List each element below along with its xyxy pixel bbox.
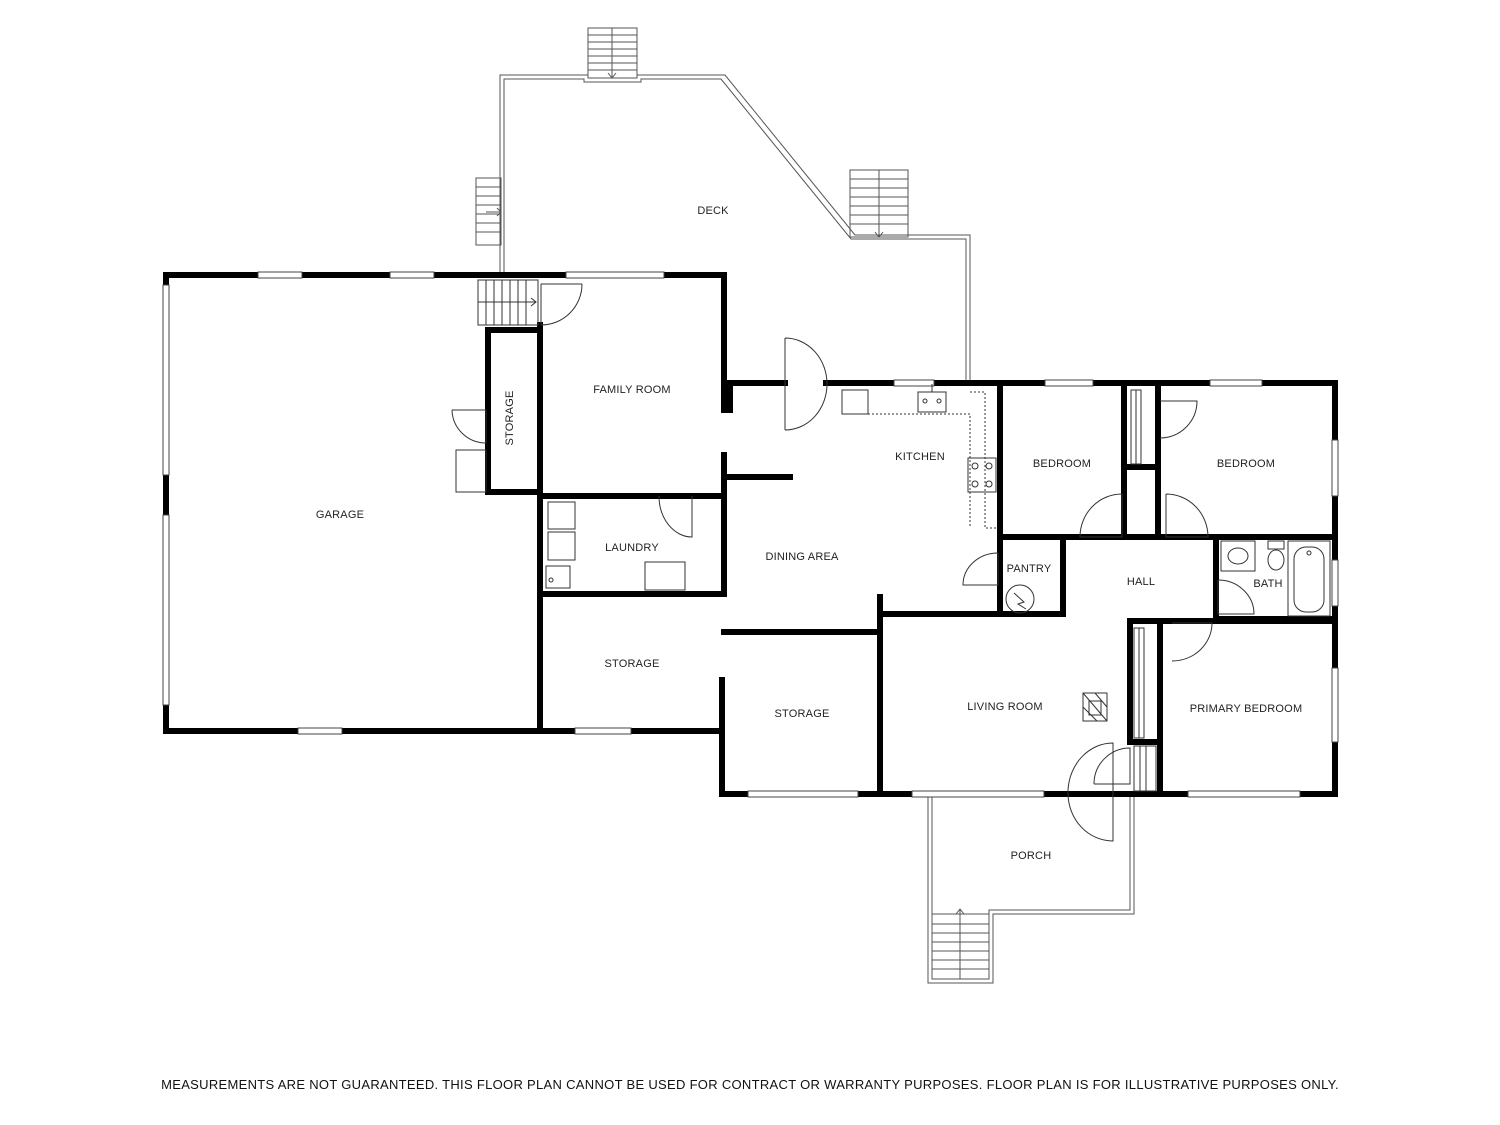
label-pantry: PANTRY (1007, 563, 1052, 575)
toilet-icon (1267, 549, 1285, 571)
sink-icon (917, 391, 947, 413)
deck-outline (499, 74, 971, 385)
label-storage-lower: STORAGE (775, 708, 830, 720)
label-laundry: LAUNDRY (605, 542, 659, 554)
label-storage-small: STORAGE (504, 391, 516, 446)
label-bedroom-2: BEDROOM (1217, 458, 1275, 470)
label-living-room: LIVING ROOM (967, 701, 1043, 713)
label-bedroom-1: BEDROOM (1033, 458, 1091, 470)
label-family-room: FAMILY ROOM (593, 384, 671, 396)
room-labels: DECK FAMILY ROOM STORAGE GARAGE KITCHEN … (316, 205, 1302, 862)
label-storage-mid: STORAGE (605, 658, 660, 670)
label-kitchen: KITCHEN (895, 451, 945, 463)
deck-stairs-top (587, 27, 638, 79)
laundry-sink-icon (545, 565, 571, 589)
deck-stairs-right (849, 169, 909, 238)
water-heater-icon (1005, 584, 1035, 614)
stove-icon (967, 457, 997, 493)
label-primary-bedroom: PRIMARY BEDROOM (1190, 703, 1303, 715)
bath-sink-icon (1227, 547, 1249, 565)
fixtures (545, 384, 1331, 722)
disclaimer-text: MEASUREMENTS ARE NOT GUARANTEED. THIS FL… (161, 1077, 1339, 1092)
label-bath: BATH (1253, 578, 1282, 590)
label-dining-area: DINING AREA (765, 551, 839, 563)
bathtub-icon (1293, 546, 1325, 613)
porch-stairs (932, 908, 989, 979)
doors (451, 279, 1255, 842)
label-deck: DECK (697, 205, 729, 217)
windows (162, 271, 1339, 798)
label-porch: PORCH (1011, 850, 1052, 862)
porch-outline (927, 795, 1135, 984)
label-garage: GARAGE (316, 509, 364, 521)
deck-stairs-left (475, 177, 502, 246)
walls (163, 272, 1338, 797)
label-hall: HALL (1127, 576, 1155, 588)
